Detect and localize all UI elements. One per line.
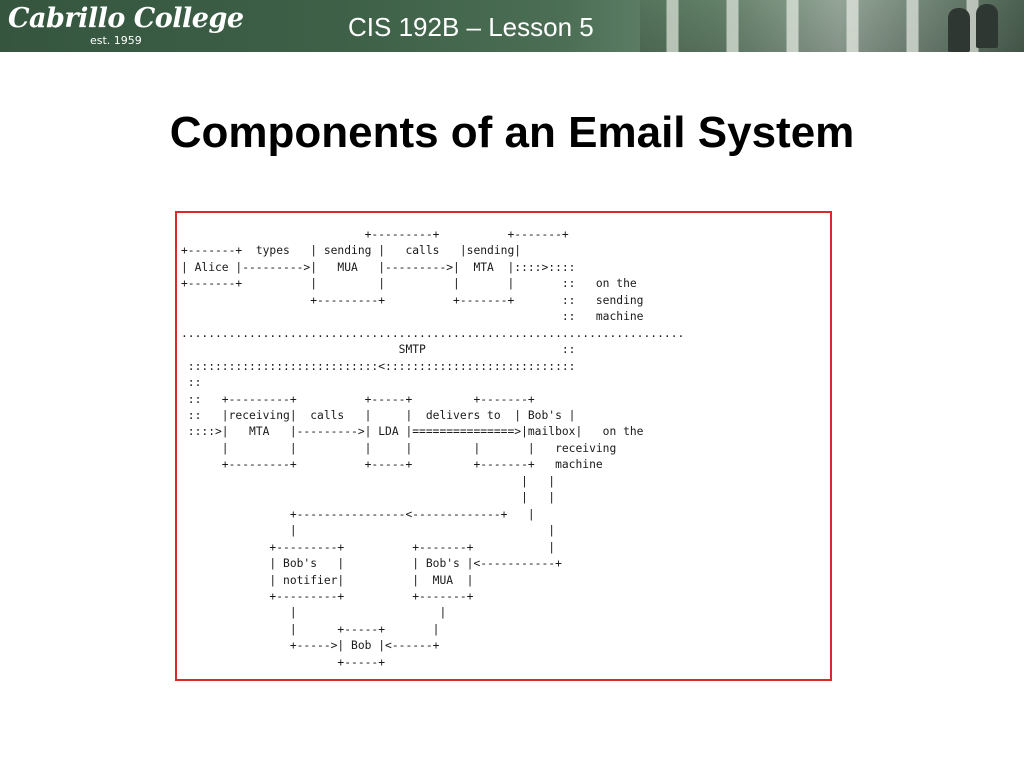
slide-title: Components of an Email System — [169, 108, 855, 157]
logo-text: Cabrillo College — [8, 3, 244, 34]
email-system-diagram: +---------+ +-------+ +-------+ types | … — [181, 228, 685, 669]
logo-subtext: est. 1959 — [90, 34, 142, 47]
header-banner: Cabrillo College est. 1959 CIS 192B – Le… — [0, 0, 1024, 52]
header-photo-figure — [948, 8, 970, 52]
course-title: CIS 192B – Lesson 5 — [348, 12, 594, 42]
college-logo: Cabrillo College est. 1959 — [8, 3, 244, 49]
diagram-frame: +---------+ +-------+ +-------+ types | … — [175, 211, 832, 681]
header-photo-figure — [976, 4, 998, 48]
